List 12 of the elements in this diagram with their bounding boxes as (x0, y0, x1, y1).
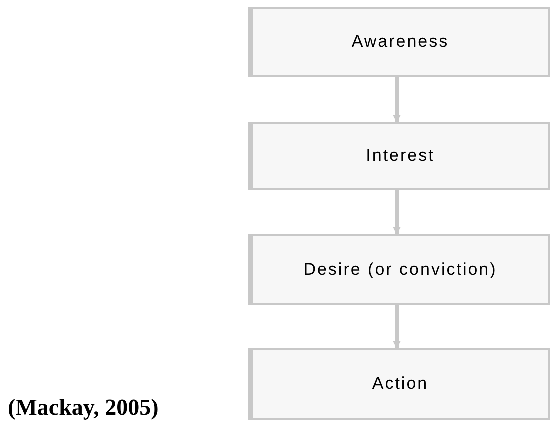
step-label: Awareness (350, 31, 450, 53)
process-box (248, 122, 550, 190)
arrow (393, 190, 401, 235)
step-label: Action (371, 373, 430, 395)
process-box (248, 348, 550, 420)
step-label: Interest (365, 145, 436, 167)
arrow (393, 305, 401, 349)
arrow (393, 77, 401, 123)
citation: (Mackay, 2005) (8, 394, 159, 422)
process-box (248, 234, 550, 305)
process-box (248, 7, 550, 77)
step-label: Desire (or conviction) (302, 258, 498, 280)
